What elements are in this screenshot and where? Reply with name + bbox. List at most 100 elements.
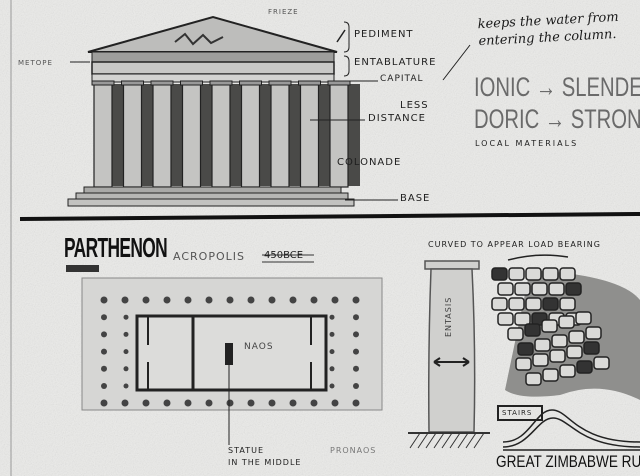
wall-stone (525, 297, 542, 311)
local-materials: LOCAL MATERIALS (475, 139, 579, 148)
section-divider (19, 212, 640, 221)
wall-stone (524, 323, 541, 337)
wall-stone (497, 312, 514, 326)
label-capital: CAPITAL (380, 74, 424, 84)
wall-stone (514, 282, 531, 296)
column (299, 83, 320, 188)
label-great-zimbabwe: GREAT ZIMBABWE RUINS (496, 452, 640, 471)
column (181, 83, 202, 188)
column-dot (205, 296, 213, 304)
column-capital (327, 80, 351, 86)
column-dot (353, 383, 359, 389)
label-pronaos: PRONAOS (330, 446, 377, 455)
column-capital (209, 80, 233, 86)
column-dot (184, 399, 192, 407)
column-dot (268, 296, 276, 304)
label-metope: METOPE (18, 59, 53, 67)
label-acropolis: ACROPOLIS (173, 250, 245, 263)
column (240, 83, 261, 188)
column (270, 83, 290, 188)
wall-stone (565, 282, 582, 296)
wall-stone (507, 327, 524, 341)
column-dot (353, 331, 359, 338)
wall-stone (559, 267, 576, 281)
column-dot (329, 349, 335, 355)
column-dot (329, 314, 335, 320)
wall-stone (566, 345, 583, 359)
column-dot (101, 365, 107, 372)
column-dot (289, 296, 297, 304)
column-shadow (259, 84, 272, 186)
column-dot (329, 383, 335, 389)
wall-stone (568, 330, 585, 344)
label-entablature: ENTABLATURE (354, 57, 437, 68)
column-capital (298, 80, 321, 86)
column-shadow (348, 84, 360, 186)
label-colonade: COLONADE (337, 157, 402, 168)
wall-stone (534, 338, 551, 352)
column-dot (123, 331, 129, 337)
doric-strong: DORIC → STRONG (474, 104, 640, 134)
column-capital (91, 80, 115, 86)
column-shadow (141, 84, 154, 186)
wall-stone (559, 297, 576, 311)
label-pediment: PEDIMENT (354, 29, 414, 40)
wall-stone (508, 267, 525, 281)
label-naos: NAOS (244, 342, 274, 352)
column-dot (353, 348, 359, 355)
column-dot (184, 296, 192, 304)
wall-stone (515, 357, 532, 371)
label-curved-caption: CURVED TO APPEAR LOAD BEARING (428, 240, 601, 249)
statue-mark (225, 343, 233, 365)
label-less: LESS (400, 100, 429, 111)
entasis-column-drawing (408, 260, 490, 449)
column-dot (310, 296, 318, 304)
stairs-curve-drawing (502, 409, 640, 451)
label-base: BASE (400, 193, 431, 204)
column-capital (268, 80, 292, 86)
wall-stone (497, 282, 514, 296)
label-statue: STATUE (228, 446, 264, 455)
column-dot (101, 348, 107, 355)
wall-stone (514, 312, 531, 326)
column-dot (289, 399, 297, 407)
column-dot (142, 296, 150, 304)
column-dot (121, 296, 129, 304)
wall-stone (491, 267, 508, 281)
column-capital (150, 80, 174, 86)
wall-stone (531, 282, 548, 296)
column-dot (100, 296, 108, 304)
label-stairs: STAIRS (502, 409, 533, 417)
title-underline (66, 265, 99, 272)
column-dot (121, 399, 129, 407)
temple-elevation-drawing (67, 15, 360, 207)
column-dot (101, 383, 107, 389)
column-shadow (318, 84, 331, 186)
column-dot (163, 296, 171, 304)
wall-stone (549, 349, 566, 363)
column-dot (123, 349, 129, 355)
wall-stone (583, 341, 600, 355)
label-frieze: FRIEZE (268, 8, 299, 16)
wall-stone (593, 356, 610, 370)
wall-stone (575, 311, 592, 325)
column-dot (353, 365, 359, 372)
label-distance: DISTANCE (368, 113, 426, 124)
wall-stone (541, 319, 558, 333)
wall-stone (532, 353, 549, 367)
column-dot (226, 399, 234, 407)
stairs-box (497, 405, 543, 421)
wall-stone (576, 360, 593, 374)
wall-stone (525, 267, 542, 281)
parthenon-floor-plan (81, 277, 383, 445)
column-dot (101, 314, 107, 321)
column-shadow (200, 84, 213, 186)
column-dot (226, 296, 234, 304)
column (122, 83, 143, 188)
wall-stone (542, 267, 559, 281)
wall-stone (585, 326, 602, 340)
column-dot (353, 314, 359, 321)
column-capital (121, 80, 144, 86)
column-dot (310, 399, 318, 407)
column-dot (331, 296, 339, 304)
